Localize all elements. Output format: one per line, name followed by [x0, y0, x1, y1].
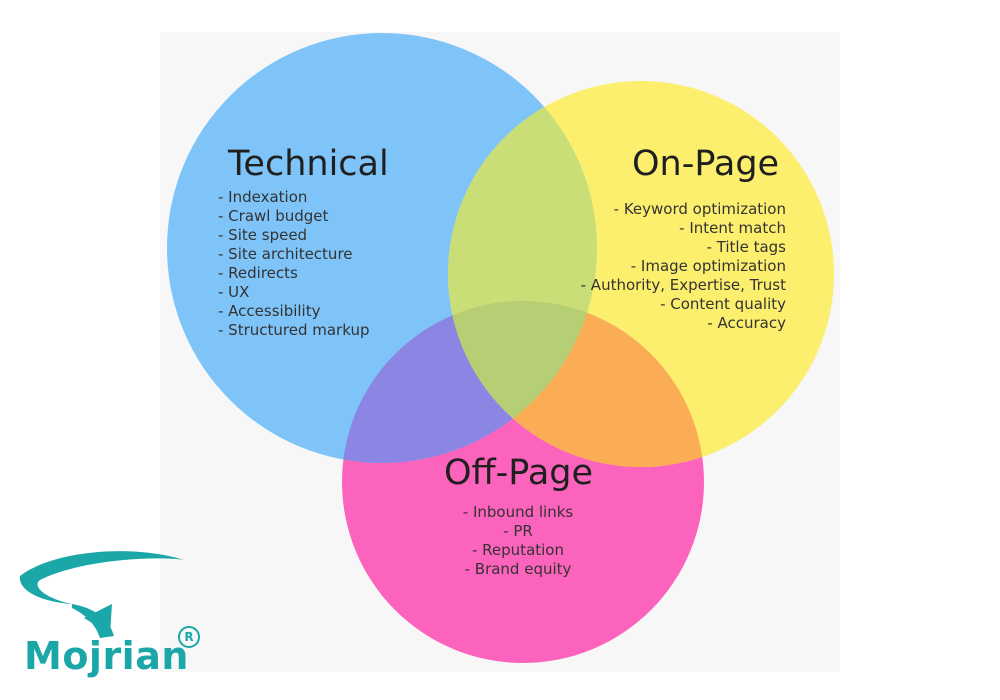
offpage-list: - Inbound links - PR - Reputation - Bran… [418, 503, 618, 579]
mojrian-logo: Mojrian R [14, 546, 214, 686]
technical-item: - Accessibility [218, 302, 321, 320]
technical-item: - Crawl budget [218, 207, 329, 225]
offpage-item: - Inbound links [462, 503, 574, 521]
offpage-title: Off-Page [444, 453, 594, 493]
onpage-offpage-overlap [448, 301, 704, 467]
swoosh-icon [19, 551, 184, 638]
onpage-item: - Intent match [679, 219, 786, 237]
technical-item: - Indexation [218, 188, 308, 206]
offpage-item: - Brand equity [464, 560, 572, 578]
technical-item: - Site architecture [218, 245, 353, 263]
onpage-item: - Image optimization [630, 257, 786, 275]
onpage-item: - Authority, Expertise, Trust [580, 276, 786, 294]
technical-offpage-overlap [342, 301, 597, 463]
onpage-item: - Title tags [706, 238, 786, 256]
technical-list: - Indexation - Crawl budget - Site speed… [218, 188, 369, 340]
registered-mark-icon: R [178, 626, 200, 648]
onpage-item: - Accuracy [707, 314, 786, 332]
onpage-title: On-Page [632, 144, 780, 184]
technical-item: - Structured markup [218, 321, 370, 339]
onpage-item: - Keyword optimization [613, 200, 786, 218]
offpage-item: - PR [503, 522, 533, 540]
technical-item: - UX [218, 283, 250, 301]
technical-title: Technical [228, 144, 389, 184]
onpage-list: - Keyword optimization - Intent match - … [581, 200, 786, 333]
logo-text: Mojrian [24, 634, 189, 678]
onpage-item: - Content quality [660, 295, 786, 313]
technical-item: - Redirects [218, 264, 298, 282]
technical-item: - Site speed [218, 226, 308, 244]
offpage-item: - Reputation [472, 541, 564, 559]
